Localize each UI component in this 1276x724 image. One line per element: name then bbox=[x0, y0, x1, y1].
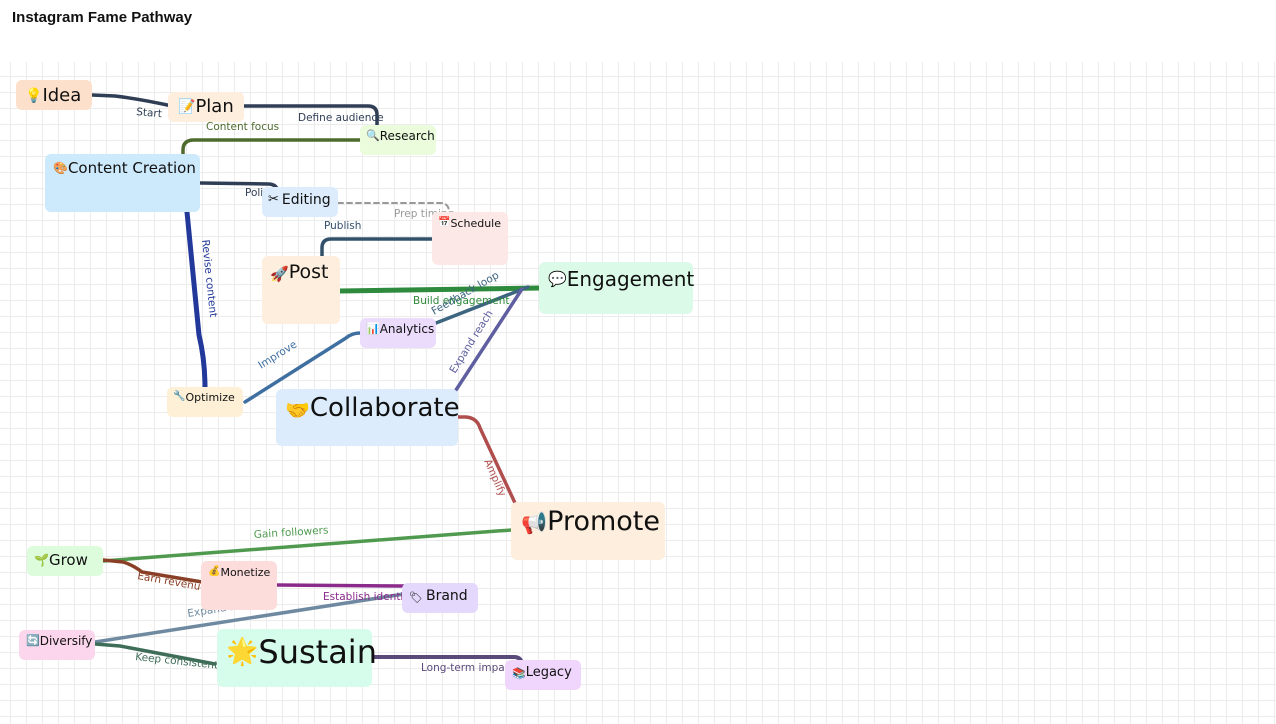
edge-label-idea-plan: Start bbox=[136, 106, 163, 120]
node-grow-label: Grow bbox=[48, 551, 88, 569]
books-icon: 📚 bbox=[512, 667, 526, 680]
edge-optimize-analytics[interactable] bbox=[243, 331, 362, 404]
edge-label-grow-monetize: Earn revenue bbox=[136, 570, 207, 594]
node-analytics-label: Analytics bbox=[379, 322, 435, 336]
edge-analytics-engagement[interactable] bbox=[434, 285, 530, 325]
node-schedule-label: Schedule bbox=[450, 217, 502, 230]
diagram-canvas[interactable] bbox=[0, 62, 1276, 724]
edge-label-optimize-analytics: Improve bbox=[256, 338, 299, 371]
calendar-icon: 📅 bbox=[438, 217, 451, 228]
node-idea[interactable]: 💡Idea bbox=[16, 80, 92, 110]
lightbulb-icon: 💡 bbox=[25, 88, 43, 104]
glowing-star-icon: 🌟 bbox=[226, 637, 259, 667]
node-sustain[interactable]: 🌟Sustain bbox=[217, 629, 377, 687]
handshake-icon: 🤝 bbox=[285, 398, 310, 422]
node-collaborate-label: Collaborate bbox=[309, 393, 460, 423]
rocket-icon: 🚀 bbox=[270, 265, 289, 283]
seedling-icon: 🌱 bbox=[34, 553, 49, 567]
edge-collaborate-promote[interactable] bbox=[456, 415, 517, 505]
node-engagement[interactable]: 💬Engagement bbox=[539, 262, 695, 314]
magnifier-icon: 🔍 bbox=[366, 129, 380, 142]
node-content-creation[interactable]: 🎨Content Creation bbox=[45, 154, 200, 212]
node-promote[interactable]: 📢Promote bbox=[511, 502, 665, 560]
node-post[interactable]: 🚀Post bbox=[262, 256, 340, 324]
node-optimize-label: Optimize bbox=[185, 391, 235, 404]
node-post-label: Post bbox=[288, 261, 329, 283]
node-sustain-label: Sustain bbox=[258, 633, 377, 671]
scissors-icon: ✂ bbox=[268, 192, 279, 207]
edge-label-grow-promote: Gain followers bbox=[253, 524, 328, 541]
node-research-label: Research bbox=[379, 129, 435, 143]
edge-label-monetize-brand: Establish identity bbox=[323, 591, 414, 603]
edge-label-schedule-post: Publish bbox=[324, 220, 361, 232]
node-research[interactable]: 🔍Research bbox=[360, 125, 436, 155]
wrench-icon: 🔧 bbox=[173, 391, 186, 402]
edge-content-optimize[interactable] bbox=[184, 209, 208, 391]
node-legacy-label: Legacy bbox=[525, 665, 572, 680]
edge-diversify-brand[interactable] bbox=[93, 592, 406, 644]
node-engagement-label: Engagement bbox=[566, 267, 695, 291]
node-grow[interactable]: 🌱Grow bbox=[27, 546, 103, 576]
edge-label-plan-research: Define audience bbox=[298, 112, 384, 124]
node-diversify-label: Diversify bbox=[39, 634, 93, 648]
edge-label-content-optimize: Revise content bbox=[199, 239, 219, 318]
edge-label-diversify-sustain: Keep consistent bbox=[135, 651, 219, 672]
cycle-arrows-icon: 🔄 bbox=[26, 634, 40, 647]
node-promote-label: Promote bbox=[547, 506, 661, 537]
node-collaborate[interactable]: 🤝Collaborate bbox=[276, 389, 460, 446]
edge-plan-research[interactable] bbox=[242, 104, 379, 127]
edge-label-post-engagement: Build engagement bbox=[413, 295, 510, 307]
tag-icon: 🏷 bbox=[409, 591, 423, 604]
node-monetize-label: Monetize bbox=[220, 566, 271, 579]
edge-diversify-sustain[interactable] bbox=[93, 642, 217, 666]
node-brand-label: Brand bbox=[425, 588, 468, 604]
node-editing[interactable]: ✂Editing bbox=[262, 187, 338, 217]
edge-grow-monetize[interactable] bbox=[101, 558, 204, 584]
page-title: Instagram Fame Pathway bbox=[12, 9, 193, 26]
node-editing-label: Editing bbox=[281, 192, 331, 208]
node-plan[interactable]: 📝Plan bbox=[168, 92, 244, 122]
megaphone-icon: 📢 bbox=[521, 511, 548, 535]
edge-grow-promote[interactable] bbox=[101, 528, 514, 563]
speech-bubble-icon: 💬 bbox=[548, 270, 567, 288]
page-header: Instagram Fame Pathway bbox=[0, 0, 1276, 62]
node-legacy[interactable]: 📚Legacy bbox=[505, 660, 581, 690]
node-content-creation-label: Content Creation bbox=[67, 159, 196, 177]
node-monetize[interactable]: 💰Monetize bbox=[201, 561, 277, 610]
bar-chart-icon: 📊 bbox=[366, 322, 380, 335]
node-diversify[interactable]: 🔄Diversify bbox=[19, 630, 95, 660]
node-optimize[interactable]: 🔧Optimize bbox=[167, 387, 243, 417]
memo-icon: 📝 bbox=[178, 99, 196, 115]
edge-research-content[interactable] bbox=[181, 138, 362, 159]
edge-label-research-content: Content focus bbox=[206, 121, 279, 133]
node-idea-label: Idea bbox=[42, 85, 82, 106]
edge-schedule-post[interactable] bbox=[320, 237, 434, 258]
edge-label-sustain-legacy: Long-term impact bbox=[421, 662, 515, 674]
edge-collaborate-engagement[interactable] bbox=[454, 287, 524, 392]
node-brand[interactable]: 🏷Brand bbox=[402, 583, 478, 613]
node-analytics[interactable]: 📊Analytics bbox=[360, 318, 436, 348]
edge-idea-plan[interactable] bbox=[90, 93, 174, 108]
money-bag-icon: 💰 bbox=[208, 566, 221, 577]
edge-post-engagement[interactable] bbox=[337, 285, 543, 294]
edge-editing-schedule[interactable] bbox=[337, 202, 450, 213]
palette-icon: 🎨 bbox=[53, 161, 68, 175]
node-schedule[interactable]: 📅Schedule bbox=[432, 212, 508, 265]
node-plan-label: Plan bbox=[195, 96, 234, 117]
edge-monetize-brand[interactable] bbox=[275, 583, 406, 588]
